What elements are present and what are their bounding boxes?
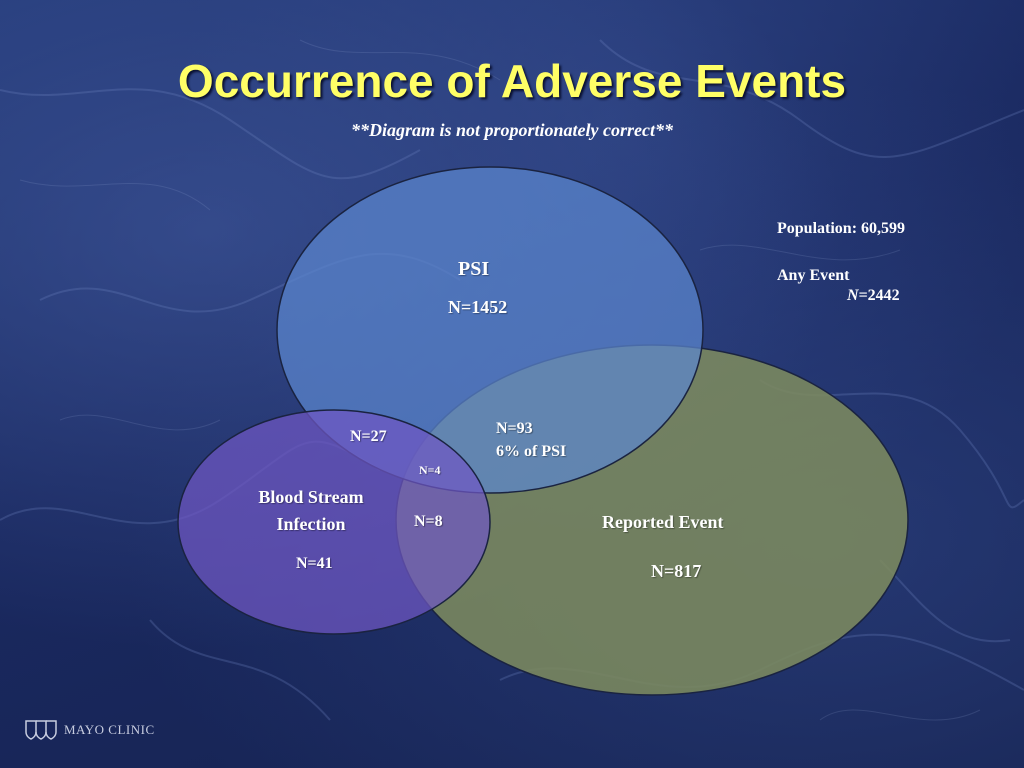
mayo-clinic-logo: MAYO CLINIC xyxy=(24,718,155,742)
bsi-label-line1: Blood Stream xyxy=(258,487,364,507)
population-text: Population: 60,599 xyxy=(777,220,906,237)
psi-circle xyxy=(276,166,704,494)
blood-stream-infection-circle xyxy=(177,409,491,635)
reported-event-label: Reported Event xyxy=(602,512,724,532)
psi-reported-count: N=93 xyxy=(496,420,533,437)
mayo-shield-icon xyxy=(25,720,57,740)
psi-reported-percent: 6% of PSI xyxy=(496,443,567,460)
bsi-label-line2: Infection xyxy=(276,514,346,534)
any-event-count: N=2442 xyxy=(777,287,905,305)
slide-title: Occurrence of Adverse Events xyxy=(177,55,847,107)
psi-count: N=1452 xyxy=(448,297,508,317)
slide-subtitle: **Diagram is not proportionately correct… xyxy=(350,120,673,140)
psi-bsi-count: N=27 xyxy=(350,428,387,445)
bsi-count: N=41 xyxy=(296,555,333,572)
psi-label: PSI xyxy=(458,258,490,280)
population-legend: Population: 60,599 Any Event N=2442 xyxy=(777,220,905,305)
logo-text: MAYO CLINIC xyxy=(64,722,155,737)
reported-event-count: N=817 xyxy=(651,561,702,581)
any-event-label: Any Event xyxy=(777,267,850,284)
bsi-reported-count: N=8 xyxy=(414,513,443,530)
all-three-count: N=4 xyxy=(419,463,441,477)
any-event-n-symbol: N xyxy=(847,287,859,304)
any-event-n-value: =2442 xyxy=(858,287,900,304)
